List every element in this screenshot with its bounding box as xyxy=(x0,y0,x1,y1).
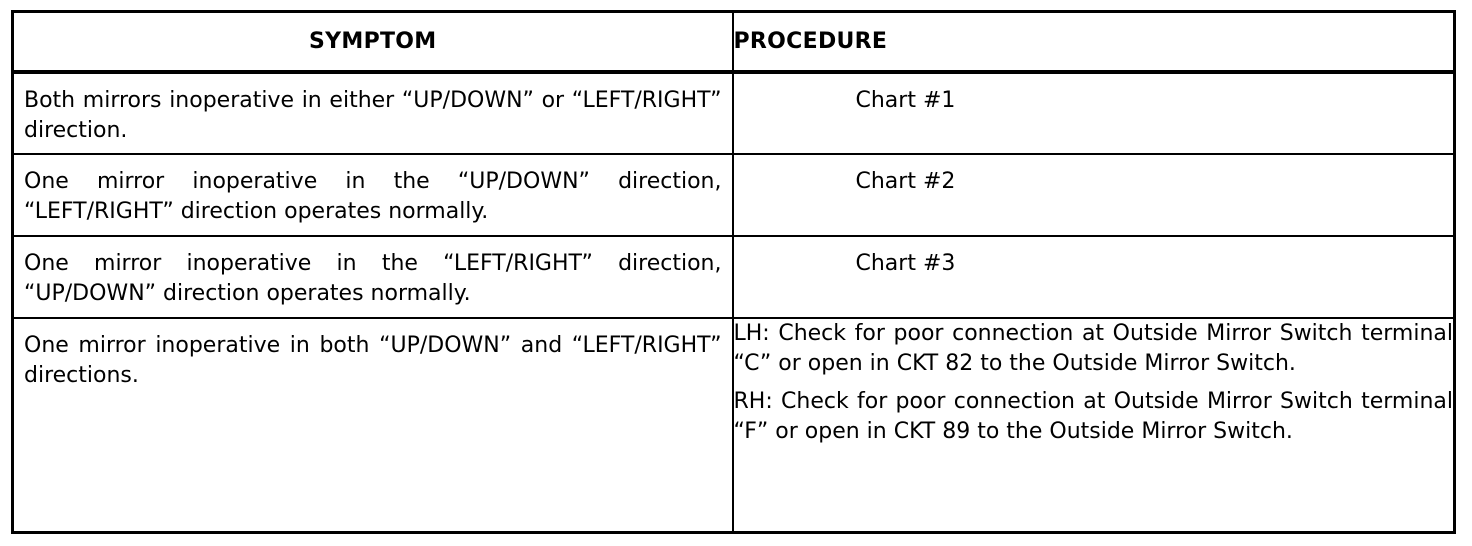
symptom-text: One mirror inoperative in the “UP/DOWN” … xyxy=(24,168,722,224)
header-row: SYMPTOM PROCEDURE xyxy=(11,10,1456,74)
table-row: Both mirrors inoperative in either “UP/D… xyxy=(11,70,1456,155)
symptom-cell: Both mirrors inoperative in either “UP/D… xyxy=(11,70,734,155)
symptom-cell: One mirror inoperative in both “UP/DOWN”… xyxy=(11,316,734,534)
chart-reference: Chart #3 xyxy=(855,250,956,276)
chart-reference: Chart #2 xyxy=(855,168,956,194)
symptom-cell: One mirror inoperative in the “LEFT/RIGH… xyxy=(11,234,734,319)
symptom-cell: One mirror inoperative in the “UP/DOWN” … xyxy=(11,152,734,237)
symptom-text: One mirror inoperative in both “UP/DOWN”… xyxy=(24,332,722,388)
procedure-cell: Chart #1 xyxy=(731,70,1456,155)
procedure-rh-text: RH: Check for poor connection at Outside… xyxy=(733,388,1454,444)
table-row: One mirror inoperative in the “LEFT/RIGH… xyxy=(11,234,1456,319)
table-row: One mirror inoperative in the “UP/DOWN” … xyxy=(11,152,1456,237)
procedure-cell: LH: Check for poor connection at Outside… xyxy=(731,316,1456,534)
symptom-text: One mirror inoperative in the “LEFT/RIGH… xyxy=(24,250,722,306)
chart-reference: Chart #1 xyxy=(855,87,956,113)
table-row: One mirror inoperative in both “UP/DOWN”… xyxy=(11,316,1456,534)
procedure-header: PROCEDURE xyxy=(731,10,1456,74)
symptom-header: SYMPTOM xyxy=(11,10,734,74)
procedure-lh-text: LH: Check for poor connection at Outside… xyxy=(733,320,1454,376)
symptom-procedure-table: SYMPTOM PROCEDURE Both mirrors inoperati… xyxy=(11,10,1456,534)
procedure-cell: Chart #3 xyxy=(731,234,1456,319)
procedure-cell: Chart #2 xyxy=(731,152,1456,237)
symptom-text: Both mirrors inoperative in either “UP/D… xyxy=(24,87,722,143)
